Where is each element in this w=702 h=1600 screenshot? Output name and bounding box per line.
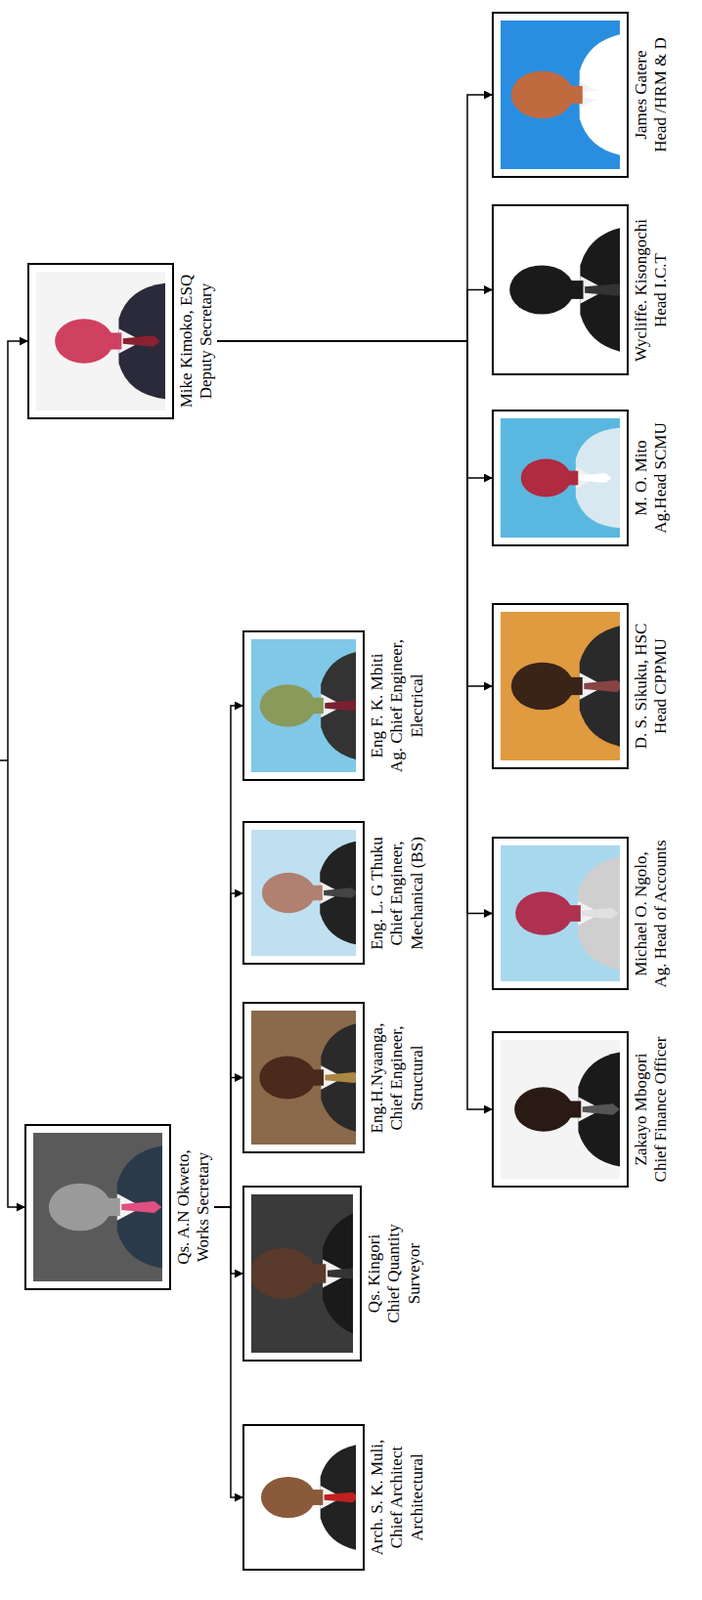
portrait-photo (500, 612, 620, 761)
staff-card: Eng. L. G ThukuChief Engineer, Mechanica… (242, 813, 428, 974)
staff-title: Ag.Head SCMU (651, 422, 671, 533)
reporting-line (214, 1078, 243, 1209)
staff-card: Arch. S. K. Muli,Chief Architect Archite… (242, 1417, 428, 1579)
staff-name: Eng F. K. Mbiti (367, 622, 388, 790)
reporting-line (217, 341, 492, 1110)
photo-frame (491, 1031, 629, 1188)
staff-title: Head /HRM & D (651, 37, 671, 153)
staff-name: Wycliffe. Kisongochi (631, 219, 652, 362)
staff-card: Qs. A.N Okweto,Works Secretary (24, 1124, 215, 1291)
staff-name: Eng. L. G Thuku (367, 815, 388, 972)
photo-frame (242, 1424, 365, 1572)
portrait-photo (500, 846, 620, 983)
portrait-photo (36, 271, 166, 411)
portrait-photo (33, 1133, 163, 1282)
photo-frame (24, 1124, 172, 1291)
staff-card: James GatereHead /HRM & D (491, 11, 672, 178)
reporting-line (7, 341, 28, 1208)
staff-card: M. O. MitoAg.Head SCMU (491, 409, 672, 547)
staff-name: Arch. S. K. Muli, (367, 1419, 388, 1577)
staff-name: Mike Kimoko, ESQ (176, 274, 197, 408)
staff-title: Chief Quantity Surveyor (384, 1200, 425, 1348)
reporting-line (214, 705, 243, 1208)
photo-frame (491, 11, 629, 178)
staff-title: Chief Engineer, Structural (387, 1005, 428, 1152)
parent-stub (0, 759, 8, 762)
portrait-photo (251, 1011, 356, 1146)
staff-card: Michael O. Ngolo,Ag. Head of Accounts (491, 837, 672, 992)
photo-frame (242, 1185, 362, 1362)
staff-name: Michael O. Ngolo, (631, 851, 652, 976)
staff-name: Qs. Kingori (364, 1200, 385, 1348)
staff-title: Chief Engineer, Mechanical (BS) (387, 815, 428, 972)
photo-frame (242, 822, 365, 966)
photo-frame (242, 630, 365, 782)
staff-title: Chief Finance Officer (651, 1037, 671, 1184)
staff-card: Zakayo MbogoriChief Finance Officer (491, 1031, 672, 1188)
portrait-photo (500, 1040, 620, 1180)
portrait-photo (500, 418, 620, 538)
photo-frame (491, 205, 629, 377)
portrait-photo (251, 1433, 356, 1563)
staff-card: Qs. KingoriChief Quantity Surveyor (242, 1185, 425, 1362)
staff-name: Eng.H.Nyaanga, (367, 1005, 388, 1152)
reporting-line (217, 94, 492, 342)
staff-title: Head I.C.T (651, 253, 671, 328)
portrait-photo (251, 1194, 353, 1354)
staff-title: Ag. Head of Accounts (651, 839, 671, 988)
staff-name: Zakayo Mbogori (631, 1053, 652, 1167)
reporting-line (214, 1207, 243, 1498)
staff-card: Eng F. K. MbitiAg. Chief Engineer, Elect… (242, 620, 428, 791)
staff-title: Ag. Chief Engineer, Electrical (387, 622, 428, 790)
reporting-line (214, 1207, 243, 1274)
staff-title: Works Secretary (193, 1152, 214, 1263)
photo-frame (491, 837, 629, 992)
staff-title: Head CPPMU (651, 638, 671, 735)
staff-name: Qs. A.N Okweto, (174, 1149, 194, 1266)
staff-title: Deputy Secretary (196, 283, 217, 399)
portrait-photo (500, 214, 620, 368)
staff-card: Eng.H.Nyaanga,Chief Engineer, Structural (242, 1003, 428, 1155)
staff-card: Mike Kimoko, ESQDeputy Secretary (27, 263, 218, 420)
staff-title: Chief Architect Architectural (387, 1419, 428, 1577)
reporting-line (214, 893, 243, 1208)
staff-name: James Gatere (631, 49, 652, 139)
photo-frame (491, 409, 629, 547)
staff-card: D. S. Sikuku, HSCHead CPPMU (491, 603, 672, 770)
photo-frame (491, 603, 629, 770)
portrait-photo (251, 639, 356, 773)
portrait-photo (251, 831, 356, 958)
reporting-line (217, 341, 492, 479)
staff-card: Wycliffe. KisongochiHead I.C.T (491, 205, 672, 377)
photo-frame (242, 1003, 365, 1155)
staff-name: M. O. Mito (631, 439, 652, 516)
reporting-line (217, 290, 492, 343)
photo-frame (27, 263, 175, 420)
portrait-photo (500, 20, 620, 170)
staff-name: D. S. Sikuku, HSC (631, 623, 652, 749)
